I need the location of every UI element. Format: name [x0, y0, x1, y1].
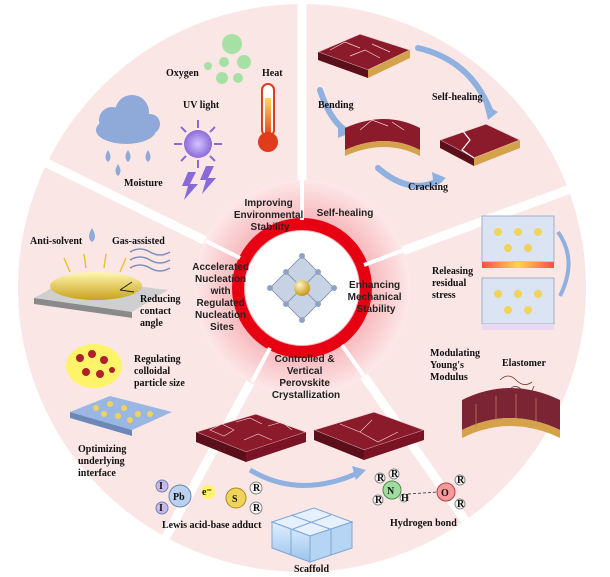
flexible-film-icon [462, 388, 560, 438]
svg-text:R: R [253, 503, 261, 514]
perovskite-crystal-icon [267, 253, 337, 323]
perovskite-film-top [316, 33, 412, 78]
label-heat: Heat [262, 68, 283, 79]
svg-text:N: N [387, 486, 395, 497]
svg-text:R: R [253, 483, 261, 494]
label-reducing: Reducing contact angle [140, 294, 183, 329]
colloid-zoom-icon [66, 344, 122, 388]
label-scaffold: Scaffold [294, 564, 329, 575]
oxygen-bubbles-icon [204, 34, 251, 84]
thermometer-icon [258, 83, 278, 152]
label-bending: Bending [318, 100, 354, 111]
raindrops-icon [105, 150, 151, 176]
label-oxygen: Oxygen [166, 68, 199, 79]
evaporation-arrows [63, 253, 127, 273]
film-small-grains [194, 413, 308, 462]
svg-text:H: H [401, 493, 409, 504]
svg-text:R: R [457, 475, 465, 486]
growth-arrow-head [352, 466, 366, 480]
svg-text:I: I [159, 503, 163, 514]
label-cracking: Cracking [408, 182, 448, 193]
svg-text:e⁻: e⁻ [202, 487, 212, 498]
release-arrow [556, 230, 571, 297]
scaffold-icon [270, 507, 354, 563]
label-mechanical: Enhancing Mechanical Stability [348, 280, 405, 315]
octahedra-lattice-bottom [481, 277, 555, 330]
label-regulating: Regulating colloidal particle size [134, 354, 185, 389]
svg-text:I: I [159, 481, 163, 492]
label-self-healing: Self-healing [432, 92, 483, 103]
substrate-droplet [34, 272, 168, 318]
svg-text:S: S [232, 494, 238, 505]
perovskite-film-bent [345, 119, 420, 156]
label-uv-light: UV light [183, 100, 220, 111]
octahedra-lattice-top [481, 215, 555, 268]
label-anti-solvent: Anti-solvent [30, 236, 83, 247]
droplet-icon [89, 228, 95, 242]
svg-text:Pb: Pb [173, 492, 185, 503]
perovskite-film-cracked [439, 123, 522, 166]
label-modulating: Modulating Young's Modulus [430, 348, 483, 383]
hydrogen-bond-molecule: N R R R H O R R [372, 468, 466, 510]
interface-substrate-icon [70, 396, 172, 436]
label-self-healing-center: Self-healing [317, 208, 374, 219]
label-releasing: Releasing residual stress [432, 266, 476, 301]
label-gas-assisted: Gas-assisted [112, 236, 165, 247]
svg-text:R: R [377, 473, 385, 484]
lewis-adduct-molecule: Pb I I e⁻ S R R [155, 479, 263, 515]
label-elastomer: Elastomer [502, 358, 546, 369]
film-large-grains [312, 411, 426, 460]
label-crystallization: Controlled & Vertical Perovskite Crystal… [272, 354, 340, 401]
label-nucleation: Accelerated Nucleation with Regulated Nu… [192, 262, 251, 333]
label-optimizing: Optimizing underlying interface [78, 444, 129, 479]
sun-icon [174, 120, 222, 168]
svg-text:R: R [375, 495, 383, 506]
label-lewis: Lewis acid-base adduct [162, 520, 262, 531]
label-environmental: Improving Environmental Stability [234, 198, 306, 233]
svg-text:O: O [441, 488, 449, 499]
svg-text:R: R [391, 469, 399, 480]
svg-text:R: R [457, 499, 465, 510]
uv-bolt-icon [182, 166, 216, 200]
label-moisture: Moisture [124, 178, 163, 189]
cloud-icon [96, 95, 160, 144]
label-hydrogen-bond: Hydrogen bond [390, 518, 457, 529]
gas-flow-icon [129, 248, 171, 272]
growth-arrow [248, 467, 362, 488]
